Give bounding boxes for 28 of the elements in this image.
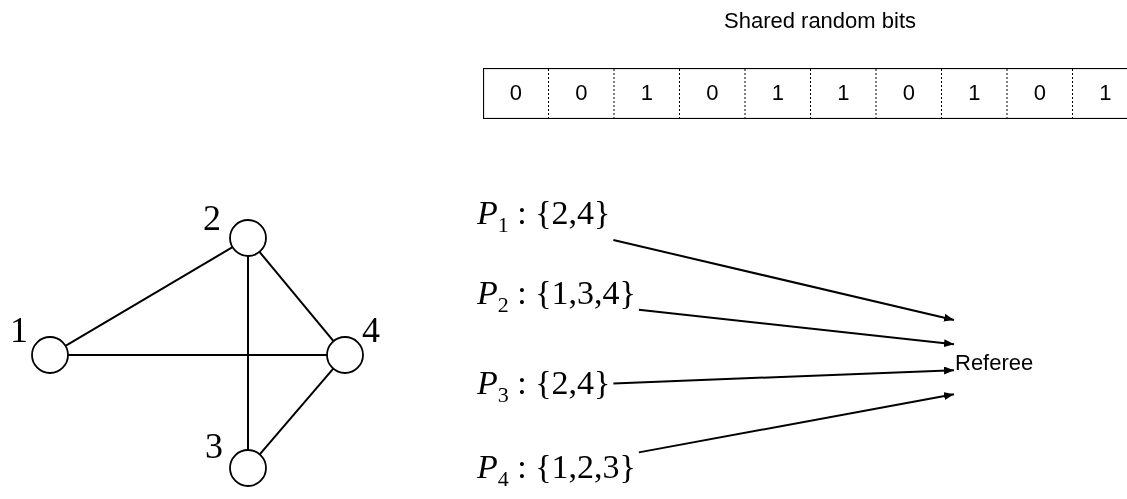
bit-value: 0 — [1033, 80, 1046, 106]
player-edge-set: P$_{4}$ : {1,2,3} — [477, 450, 636, 494]
vertex-number: 1 — [10, 312, 28, 348]
player-edge-set: P$_{2}$ : {1,3,4} — [477, 276, 636, 320]
graph-edge — [247, 255, 249, 451]
bit-value: 0 — [575, 80, 588, 106]
vertex-number: 2 — [203, 200, 221, 236]
graph-edge — [64, 246, 234, 347]
array-title: Shared random bits — [723, 8, 917, 34]
graph-edge — [258, 250, 335, 343]
graph-edge — [258, 367, 335, 456]
player-edge-set: P$_{3}$ : {2,4} — [477, 366, 611, 410]
bit-value: 0 — [509, 80, 522, 106]
bit-value: 0 — [706, 80, 719, 106]
arrow — [637, 308, 955, 348]
referee-label: Referee — [955, 348, 1034, 378]
arrow — [612, 239, 955, 322]
bit-value: 1 — [837, 80, 850, 106]
bit-value: 1 — [771, 80, 784, 106]
bit-value: 1 — [1099, 80, 1112, 106]
vertex-number: 4 — [362, 312, 380, 348]
bit-value: 1 — [640, 80, 653, 106]
player-edge-set: P$_{1}$ : {2,4} — [477, 196, 611, 240]
vertex-number: 3 — [205, 428, 223, 464]
bit-value: 0 — [902, 80, 915, 106]
bit-value: 1 — [968, 80, 981, 106]
arrow — [612, 366, 955, 385]
arrow — [637, 392, 955, 454]
